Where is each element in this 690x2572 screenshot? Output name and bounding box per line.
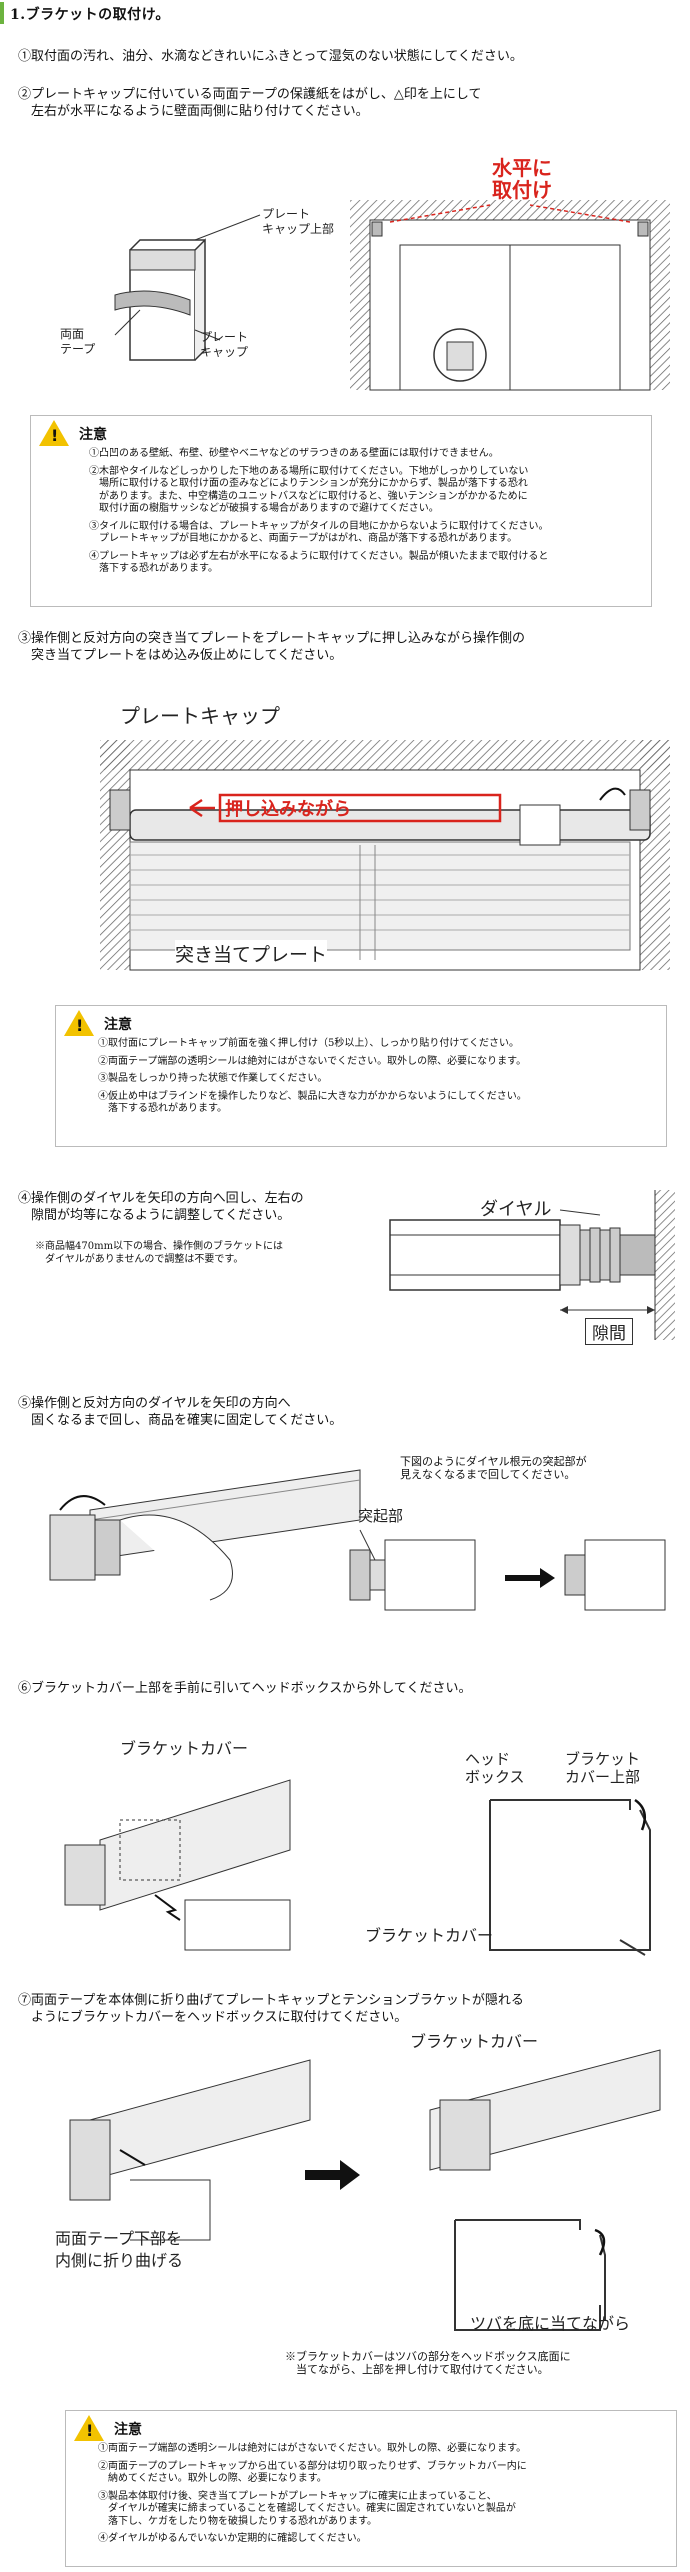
caution-box-3: ! 注意 ①両面テープ端部の透明シールは絶対にはがさないでください。取外しの際、… — [65, 2410, 677, 2567]
caution-item: ④仮止め中はブラインドを操作したりなど、製品に大きな力がかからないようにしてくだ… — [98, 1090, 527, 1115]
label-gap: 隙間 — [585, 1318, 633, 1345]
label-dial: ダイヤル — [480, 1199, 552, 1220]
step-7-note: ※ブラケットカバーはツバの部分をヘッドボックス底面に 当てながら、上部を押し付け… — [285, 2350, 571, 2376]
label-bracket-cover-3: ブラケットカバー — [410, 2032, 539, 2051]
label-head-box: ヘッド ボックス — [465, 1750, 525, 1786]
label-stop-plate: 突き当てプレート — [175, 940, 328, 967]
step-1-text: ①取付面の汚れ、油分、水滴などきれいにふきとって湿気のない状態にしてください。 — [18, 49, 523, 64]
tighten-dial-illustration — [49, 1469, 361, 1601]
section-title: 1.ブラケットの取付け。 — [0, 0, 690, 26]
label-fold-tape: 両面テープ下部を 内側に折り曲げる — [55, 2229, 184, 2270]
section-title-text: 1.ブラケットの取付け。 — [10, 7, 170, 23]
remove-cover-illustration — [64, 1779, 291, 1951]
label-bracket-cover-2: ブラケットカバー — [365, 1926, 494, 1945]
step-4-text: ④操作側のダイヤルを矢印の方向へ回し、左右の 隙間が均等になるように調整してくだ… — [18, 1191, 304, 1223]
plate-cap-illustration — [114, 214, 261, 361]
caution-item: ①凸凹のある壁紙、布壁、砂壁やベニヤなどのザラつきのある壁面には取付けできません… — [89, 448, 499, 459]
caution-item: ①両面テープ端部の透明シールは絶対にはがさないでください。取外しの際、必要になり… — [98, 2443, 527, 2454]
head-box-illustration — [489, 1798, 651, 1956]
step-7-text: ⑦両面テープを本体側に折り曲げてプレートキャップとテンションブラケットが隠れる … — [18, 1993, 524, 2025]
step-2-text: ②プレートキャップに付いている両面テープの保護紙をはがし、△印を上にして 左右が… — [18, 87, 482, 119]
caution-heading: 注意 — [79, 427, 107, 443]
caution-item: ②木部やタイルなどしっかりした下地のある場所に取付けてください。下地がしっかりし… — [89, 465, 529, 515]
push-in-illustration — [70, 730, 670, 971]
window-frame-illustration — [350, 200, 670, 391]
protrusion-illustration — [349, 1529, 666, 1611]
step-3-text: ③操作側と反対方向の突き当てプレートをプレートキャップに押し込みながら操作側の … — [18, 631, 526, 663]
label-bracket-cover-top: ブラケット カバー上部 — [565, 1750, 641, 1786]
caution-item: ②両面テープのプレートキャップから出ている部分は切り取ったりせず、ブラケットカバ… — [98, 2460, 527, 2485]
caution-box-2: ! 注意 ①取付面にプレートキャップ前面を強く押し付け（5秒以上）、しっかり貼り… — [55, 1005, 667, 1147]
step-4-note: ※商品幅470mm以下の場合、操作側のブラケットには ダイヤルがありませんので調… — [35, 1241, 284, 1265]
caution-item: ①取付面にプレートキャップ前面を強く押し付け（5秒以上）、しっかり貼り付けてくだ… — [98, 1038, 520, 1049]
label-flange: ツバを底に当てながら — [470, 2314, 631, 2333]
caution-item: ④ダイヤルがゆるんでいないか定期的に確認してください。 — [98, 2533, 367, 2544]
label-plate-cap-top: プレート キャップ上部 — [262, 207, 335, 236]
label-protrusion: 突起部 — [358, 1507, 404, 1525]
caution-item: ③タイルに取付ける場合は、プレートキャップがタイルの目地にかからないように取付け… — [89, 520, 549, 545]
warning-icon: ! — [64, 1010, 94, 1036]
label-plate-cap: プレート キャップ — [200, 330, 249, 359]
label-push: 押し込みながら — [225, 799, 351, 820]
step-5-text: ⑤操作側と反対方向のダイヤルを矢印の方向へ 固くなるまで回し、商品を確実に固定し… — [18, 1396, 343, 1428]
warning-icon: ! — [74, 2415, 104, 2441]
warning-icon: ! — [39, 420, 69, 446]
caution-item: ②両面テープ端部の透明シールは絶対にはがさないでください。取外しの際、必要になり… — [98, 1055, 527, 1067]
dial-gap-illustration — [389, 1190, 675, 1340]
caution-box-1: ! 注意 ①凸凹のある壁紙、布壁、砂壁やベニヤなどのザラつきのある壁面には取付け… — [30, 415, 652, 607]
label-tape: 両面 テープ — [60, 327, 96, 356]
caution-item: ④プレートキャップは必ず左右が水平になるように取付けてください。製品が傾いたまま… — [89, 550, 549, 575]
attach-cover-illustration — [69, 2049, 661, 2331]
caution-heading: 注意 — [114, 2422, 142, 2438]
label-bracket-cover: ブラケットカバー — [120, 1739, 249, 1758]
step-5-note: 下図のようにダイヤル根元の突起部が 見えなくなるまで回してください。 — [400, 1455, 587, 1481]
step-6-text: ⑥ブラケットカバー上部を手前に引いてヘッドボックスから外してください。 — [18, 1681, 472, 1696]
title-accent-bar — [0, 2, 4, 24]
caution-item: ③製品本体取付け後、突き当てプレートがプレートキャップに確実に止まっていること、… — [98, 2490, 516, 2527]
caution-heading: 注意 — [104, 1017, 132, 1033]
label-plate-cap-2: プレートキャップ — [120, 704, 280, 728]
caution-item: ③製品をしっかり持った状態で作業してください。 — [98, 1073, 328, 1084]
label-horizontal: 水平に 取付け — [492, 156, 552, 202]
